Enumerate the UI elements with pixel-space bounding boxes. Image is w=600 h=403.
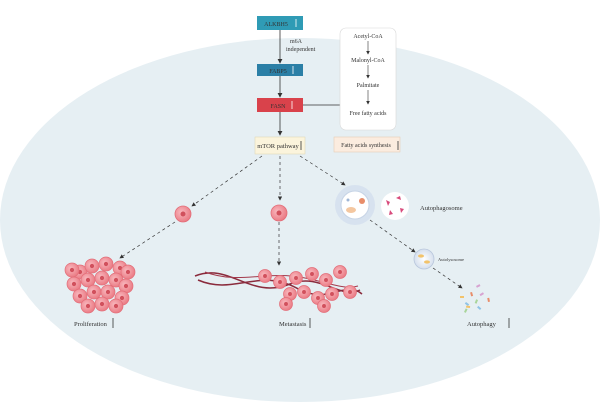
lysosome-cluster (381, 192, 409, 220)
tumor-cell (120, 264, 136, 280)
proliferation-label: Proliferation (74, 321, 108, 328)
fasn-node: FASN (257, 98, 303, 112)
tumor-cell (305, 267, 319, 281)
tumor-cell (100, 284, 116, 300)
tumor-cell (289, 271, 303, 285)
synthesis-panel: Acetyl-CoA Malonyl-CoA Palmitate Free fa… (339, 27, 397, 131)
proliferation-cell-cluster (64, 256, 136, 314)
autophagy-label: Autophagy (467, 321, 497, 328)
mtor-node: mTOR pathway (254, 136, 306, 155)
debris-fragment (474, 299, 479, 304)
outcome-metastasis: Metastasis (279, 318, 311, 328)
tumor-cell (84, 258, 100, 274)
metastasis-label: Metastasis (279, 321, 307, 328)
tumor-cell (279, 297, 293, 311)
step-palmitate: Palmitate (357, 83, 380, 89)
tumor-cell (297, 285, 311, 299)
note-m6a: m6A (290, 39, 303, 45)
debris-fragment (476, 284, 481, 288)
debris-fragment (479, 292, 484, 297)
step-acetyl-coa: Acetyl-CoA (353, 34, 383, 40)
outcome-proliferation: Proliferation (74, 318, 114, 328)
fasn-label: FASN (271, 104, 287, 110)
debris-fragment (477, 305, 482, 311)
tumor-cell (333, 265, 347, 279)
synthesis-label-box: Fatty acids synthesis (333, 136, 401, 153)
single-cell-left (174, 205, 192, 223)
debris-fragment (463, 308, 468, 313)
dashed-arrow-to-autophagy (299, 155, 346, 186)
note-independent: independent (286, 47, 316, 53)
tumor-cell (343, 285, 357, 299)
dashed-arrow-to-cluster (119, 221, 176, 259)
tumor-cell (86, 284, 102, 300)
metastasis-cells (258, 265, 357, 313)
debris-fragment (460, 296, 464, 298)
tumor-cell (319, 273, 333, 287)
autolysosome-label: Autolysosome (438, 257, 464, 262)
tumor-cell (64, 262, 80, 278)
alkbh5-node: ALKBH5 (257, 16, 303, 30)
tumor-cell (258, 269, 272, 283)
synthesis-label: Fatty acids synthesis (341, 143, 391, 149)
mtor-label: mTOR pathway (257, 143, 299, 150)
autolysosome-vesicle (413, 248, 435, 270)
tumor-cell (273, 275, 287, 289)
autophagosome-label: Autophagosome (420, 205, 463, 212)
tumor-cell (80, 272, 96, 288)
autophagy-debris (460, 284, 490, 313)
tumor-cell (72, 288, 88, 304)
background-ellipse (0, 38, 600, 402)
tumor-cell (80, 298, 96, 314)
tumor-cell (94, 270, 110, 286)
tumor-cell (108, 298, 124, 314)
single-cell-middle (270, 204, 288, 222)
fabp5-label: FABP5 (269, 69, 287, 75)
debris-fragment (487, 297, 490, 302)
fabp5-node: FABP5 (257, 64, 303, 76)
step-malonyl-coa: Malonyl-CoA (351, 58, 385, 64)
step-free-fatty-acids: Free fatty acids (350, 110, 388, 117)
debris-fragment (464, 301, 470, 307)
debris-fragment (470, 292, 474, 297)
tumor-cell (98, 256, 114, 272)
tumor-cell (118, 278, 134, 294)
alkbh5-label: ALKBH5 (264, 22, 288, 28)
debris-fragment (466, 305, 471, 308)
tumor-cell (325, 287, 339, 301)
tumor-cell (317, 299, 331, 313)
dashed-arrow-to-proliferation-cell (191, 155, 263, 207)
autophagosome-vesicle (335, 185, 375, 225)
tumor-cell (94, 296, 110, 312)
outcome-autophagy: Autophagy (467, 318, 510, 328)
